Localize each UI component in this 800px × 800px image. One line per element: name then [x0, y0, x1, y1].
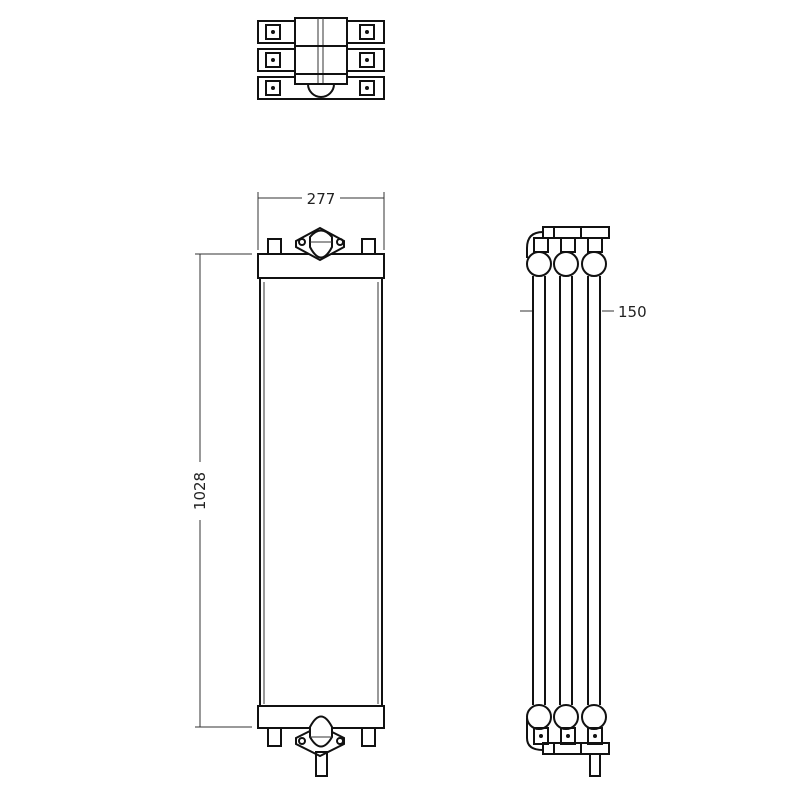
front-view: 277 1028 [191, 190, 385, 777]
height-dimension-label: 1028 [191, 472, 209, 510]
width-dimension-label: 277 [307, 190, 336, 208]
top-view [257, 17, 385, 100]
side-view: 150 [520, 226, 647, 777]
depth-dimension-label: 150 [618, 303, 647, 321]
